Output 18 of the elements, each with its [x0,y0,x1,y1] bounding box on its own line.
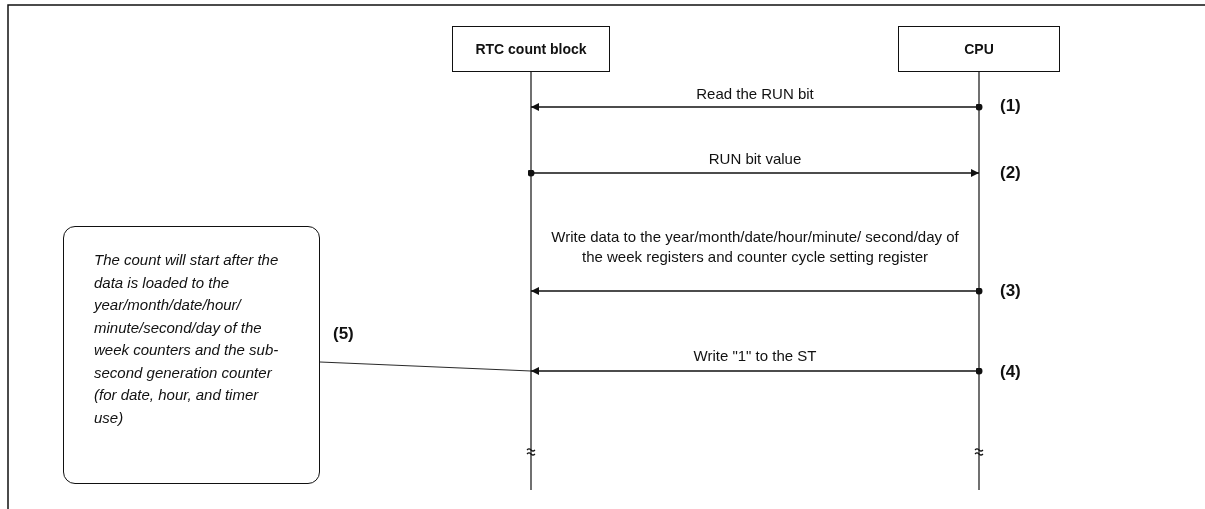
participant-box: CPU [898,26,1060,72]
message-arrow [530,287,983,295]
step-number: (5) [333,324,354,344]
message-arrow [530,103,983,111]
step-number: (1) [1000,96,1021,116]
step-number: (2) [1000,163,1021,183]
message-label: RUN bit value [708,149,802,169]
participant-box: RTC count block [452,26,610,72]
note-box [63,226,320,484]
leader-line [319,361,532,372]
message-label: Write "1" to the ST [693,346,817,366]
message-arrow [527,169,980,177]
note-text: The count will start after the data is loaded to the year/month/date/hour/ minute/second/day of the week counters and the sub-second generation counter (for date, hour, and timer use) [94,250,280,428]
step-number: (4) [1000,362,1021,382]
message-label: Write data to the year/month/date/hour/minute/ second/day of the week registers and counter cycle setting register [550,227,960,267]
message-arrow [530,367,983,375]
message-label: Read the RUN bit [696,84,814,104]
step-number: (3) [1000,281,1021,301]
